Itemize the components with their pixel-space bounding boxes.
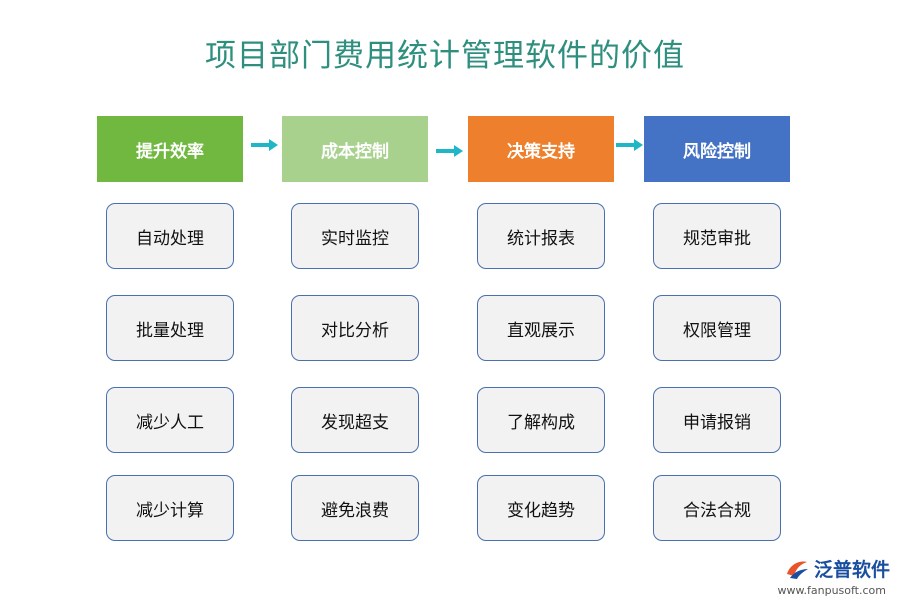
- card-item: 对比分析: [291, 295, 419, 361]
- card-item: 统计报表: [477, 203, 605, 269]
- card-item: 直观展示: [477, 295, 605, 361]
- card-item: 规范审批: [653, 203, 781, 269]
- card-item: 减少计算: [106, 475, 234, 541]
- brand-url: www.fanpusoft.com: [777, 584, 886, 597]
- card-item: 变化趋势: [477, 475, 605, 541]
- card-item: 自动处理: [106, 203, 234, 269]
- header-risk-control: 风险控制: [644, 116, 790, 182]
- card-item: 批量处理: [106, 295, 234, 361]
- arrow-right-icon: [251, 139, 279, 151]
- header-efficiency: 提升效率: [97, 116, 243, 182]
- arrow-right-icon: [436, 145, 464, 157]
- card-item: 避免浪费: [291, 475, 419, 541]
- brand-logo-icon: [786, 561, 808, 579]
- arrow-right-icon: [616, 139, 644, 151]
- header-decision-support: 决策支持: [468, 116, 614, 182]
- card-item: 合法合规: [653, 475, 781, 541]
- card-item: 发现超支: [291, 387, 419, 453]
- card-item: 实时监控: [291, 203, 419, 269]
- page-title: 项目部门费用统计管理软件的价值: [205, 38, 685, 74]
- brand-name: 泛普软件: [813, 559, 890, 581]
- brand-logo: 泛普软件: [784, 555, 890, 582]
- card-item: 申请报销: [653, 387, 781, 453]
- card-item: 减少人工: [106, 387, 234, 453]
- header-cost-control: 成本控制: [282, 116, 428, 182]
- card-item: 了解构成: [477, 387, 605, 453]
- card-item: 权限管理: [653, 295, 781, 361]
